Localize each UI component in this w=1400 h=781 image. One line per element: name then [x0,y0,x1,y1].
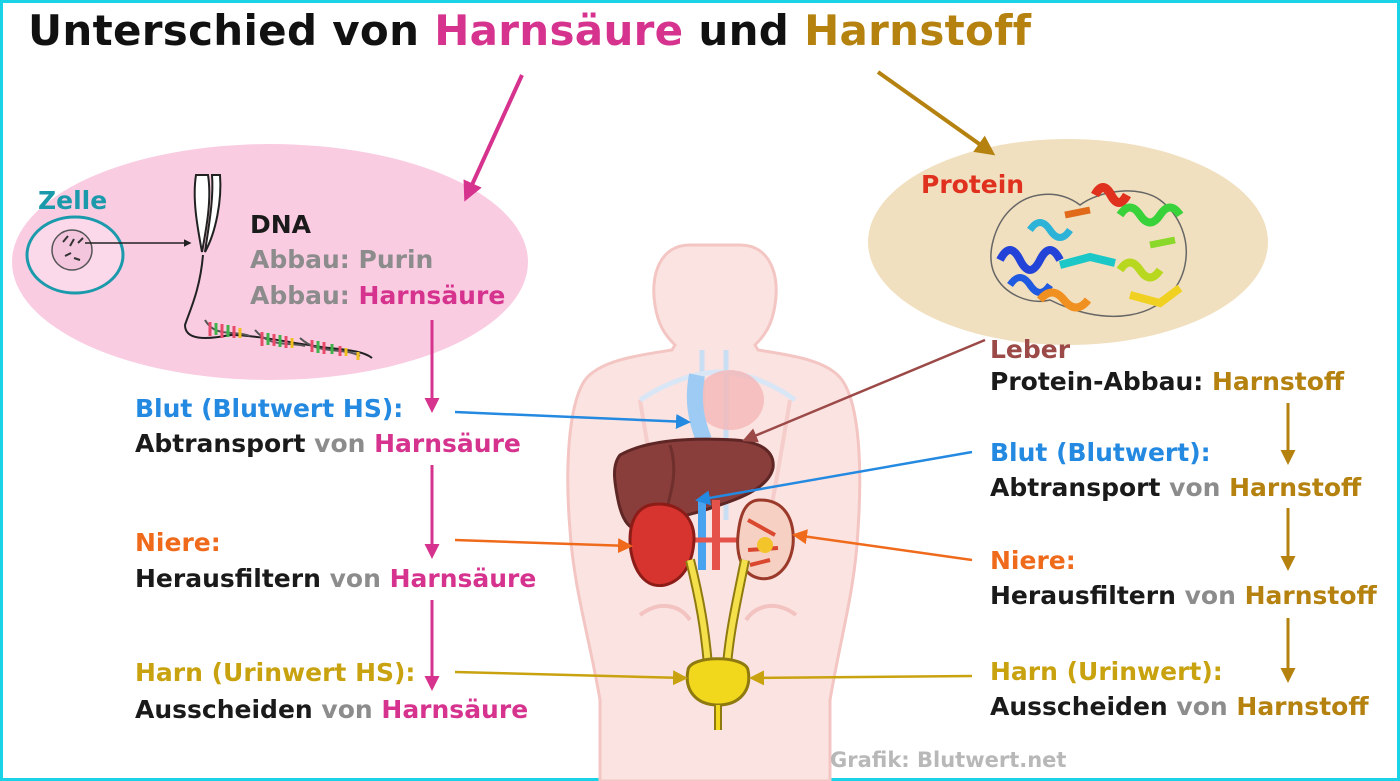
left-step-urine-substance: Harnsäure [381,695,529,724]
right-step-liver-action: Protein-Abbau [990,367,1194,396]
right-step-kidney-connector: von [1175,581,1245,610]
right-step-urine-heading: Harn (Urinwert): [990,657,1223,686]
dna-line-uric-acid: Abbau: Harnsäure [250,283,505,308]
protein-structure-icon [990,183,1187,318]
left-step-urine-action: Ausscheiden [135,695,313,724]
left-step-kidney-text: Herausfiltern von Harnsäure [135,566,536,591]
arrow-title-to-protein [876,70,996,156]
right-step-liver-heading: Leber [990,335,1071,364]
pointer-kidney-right [792,529,973,562]
title-middle: und [683,6,805,55]
arrow-title-to-dna [463,74,524,202]
right-step-blood-substance: Harnstoff [1229,473,1362,502]
right-step-kidney-text: Herausfiltern von Harnstoff [990,583,1377,608]
pointer-kidney-left [454,538,633,554]
left-step-urine-text: Ausscheiden von Harnsäure [135,697,528,722]
dna-line-purin-value: Purin [358,245,434,274]
dna-background-ellipse [12,144,528,380]
right-step-blood-heading: Blut (Blutwert): [990,438,1211,467]
pointer-blood-left [454,410,691,429]
dna-line-uric-value: Harnsäure [358,281,506,310]
pointer-urine-right [749,670,973,686]
pointer-urine-left [454,670,688,686]
left-step-blood-connector: von [305,429,375,458]
right-step-urine-connector: von [1167,692,1237,721]
chromosome-dna-icon [183,174,373,360]
right-step-liver-substance: Harnstoff [1212,367,1345,396]
left-step-blood-text: Abtransport von Harnsäure [135,431,521,456]
protein-label: Protein [921,170,1025,199]
left-step-kidney-connector: von [320,564,390,593]
right-step-blood-action: Abtransport [990,473,1161,502]
title-urea: Harnstoff [804,6,1032,55]
left-step-blood-heading: Blut (Blutwert HS): [135,394,404,423]
dna-line-purin: Abbau: Purin [250,247,433,272]
title-uric-acid: Harnsäure [434,6,684,55]
pointer-blood-right [695,450,973,506]
left-step-blood-substance: Harnsäure [374,429,521,458]
right-step-urine-action: Ausscheiden [990,692,1168,721]
right-step-kidney-heading: Niere: [990,546,1076,575]
right-step-blood-connector: von [1160,473,1230,502]
right-step-kidney-substance: Harnstoff [1244,581,1377,610]
left-step-kidney-substance: Harnsäure [389,564,537,593]
dna-line-purin-prefix: Abbau: [250,245,359,274]
image-credit: Grafik: Blutwert.net [830,748,1067,772]
right-step-liver-text: Protein-Abbau: Harnstoff [990,369,1344,394]
dna-line-uric-prefix: Abbau: [250,281,359,310]
right-step-urine-text: Ausscheiden von Harnstoff [990,694,1369,719]
left-step-kidney-action: Herausfiltern [135,564,321,593]
pointer-liver-right [742,338,986,443]
left-step-urine-heading: Harn (Urinwert HS): [135,658,416,687]
left-step-kidney-heading: Niere: [135,528,221,557]
page-title: Unterschied von Harnsäure und Harnstoff [28,6,1031,55]
right-step-liver-connector: : [1193,367,1212,396]
cell-icon [25,215,192,295]
right-step-kidney-action: Herausfiltern [990,581,1176,610]
cell-label: Zelle [38,186,108,215]
left-step-blood-action: Abtransport [135,429,306,458]
left-step-urine-connector: von [312,695,382,724]
body-organs-illustration [566,243,862,781]
right-step-blood-text: Abtransport von Harnstoff [990,475,1361,500]
dna-heading: DNA [250,210,312,239]
title-prefix: Unterschied von [28,6,435,55]
right-step-urine-substance: Harnstoff [1236,692,1369,721]
